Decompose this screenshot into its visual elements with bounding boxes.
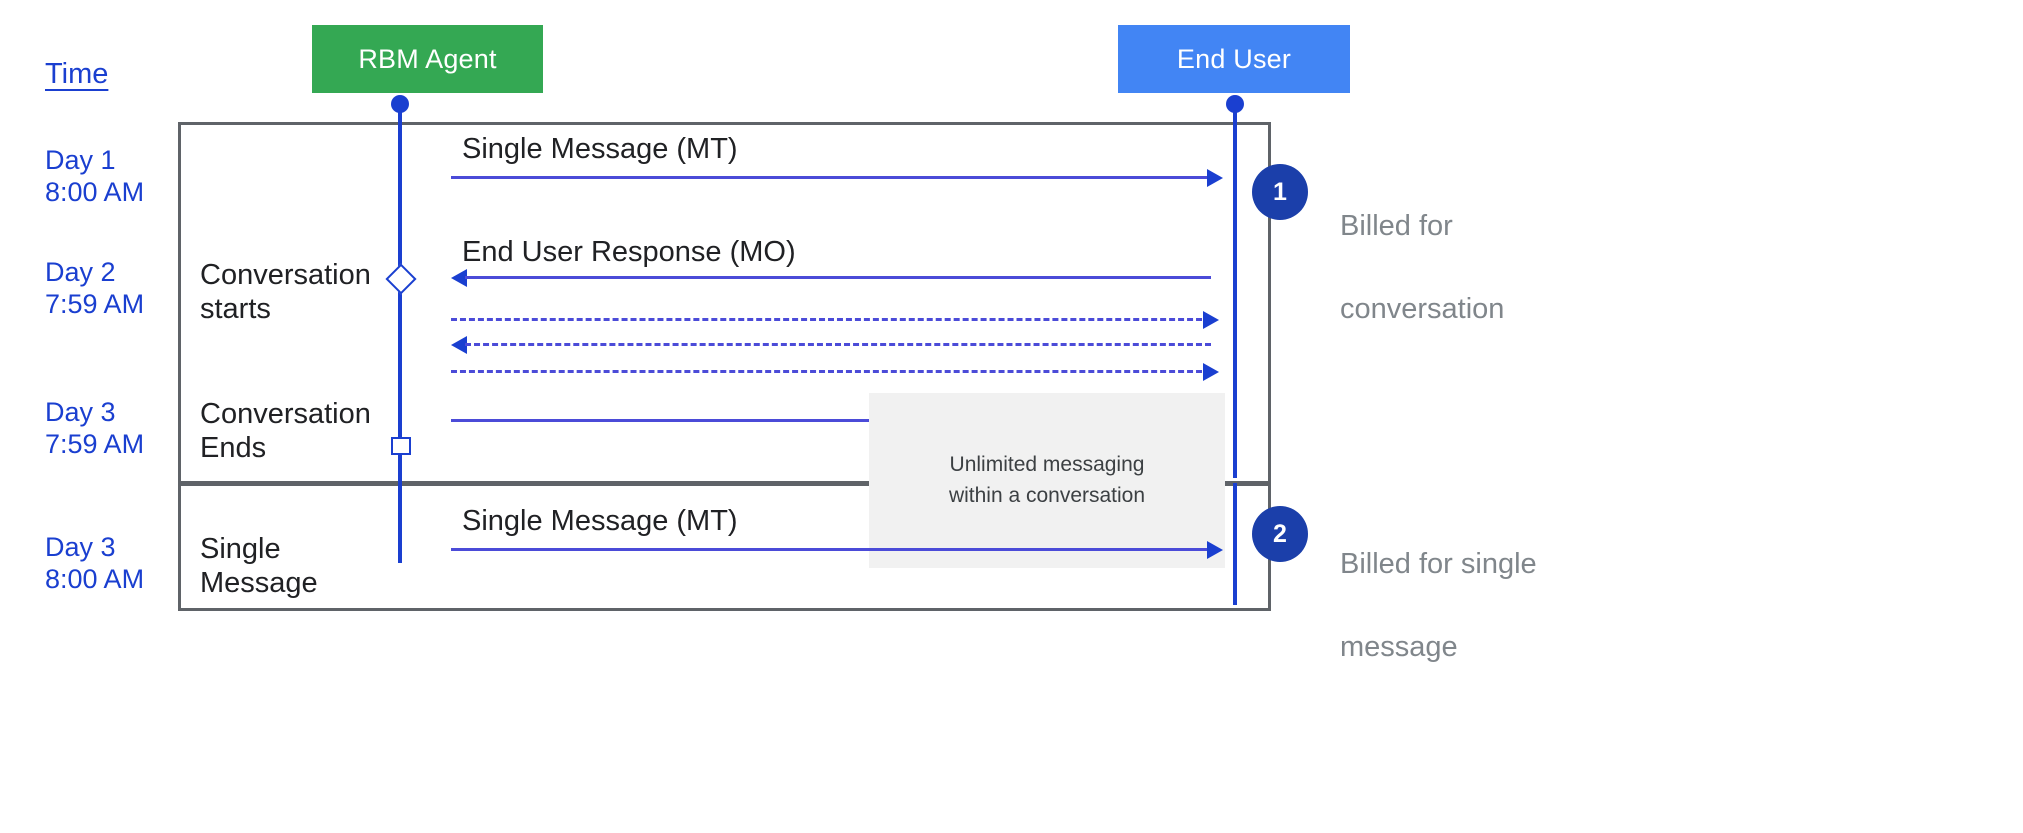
note-line-2: within a conversation	[948, 483, 1146, 507]
state-line-2: starts	[200, 293, 271, 326]
note-text: Unlimited messaging within a conversatio…	[949, 450, 1145, 511]
annotation-2-line-1: Billed for single	[1340, 548, 1537, 581]
state-line-2: Ends	[200, 432, 267, 465]
time-day: Day 2	[45, 257, 116, 287]
badge-1-number: 1	[1273, 177, 1287, 206]
time-label-day3-end: Day 3 7:59 AM	[45, 397, 144, 461]
arrowhead-left-mo-1	[451, 269, 467, 287]
note-line-1: Unlimited messaging	[949, 453, 1145, 477]
message-arrow-last-in-conv	[451, 419, 1211, 422]
state-line-2: Message	[200, 567, 318, 600]
state-line-1: Conversation	[200, 259, 371, 291]
message-label-mo-1: End User Response (MO)	[462, 236, 796, 268]
badge-2[interactable]: 2	[1252, 506, 1308, 562]
time-label-day3-single: Day 3 8:00 AM	[45, 532, 144, 596]
message-label-mt-1: Single Message (MT)	[462, 133, 738, 165]
annotation-2-caption: Billed for single message	[1340, 503, 1537, 709]
arrowhead-left-unlimited-2	[451, 336, 467, 354]
state-line-1: Conversation	[200, 398, 371, 430]
message-arrow-mo-1	[465, 276, 1211, 279]
message-arrow-mt-2	[451, 548, 1211, 551]
message-arrow-unlimited-3	[451, 370, 1211, 373]
conversation-end-marker-icon	[391, 437, 411, 455]
state-single-message: Single Message	[200, 532, 318, 600]
time-hour: 7:59 AM	[45, 428, 145, 459]
time-day: Day 3	[45, 397, 116, 427]
lifeline-end-user-lower	[1233, 483, 1237, 605]
state-conversation-ends: Conversation Ends	[200, 397, 371, 465]
state-line-1: Single	[200, 533, 281, 565]
annotation-2-line-2: message	[1340, 630, 1458, 663]
time-label-day1: Day 1 8:00 AM	[45, 145, 144, 209]
message-arrow-unlimited-1	[451, 318, 1211, 321]
annotation-1-caption: Billed for conversation	[1340, 165, 1504, 371]
lifeline-end-user	[1233, 100, 1237, 478]
actor-label-end-user: End User	[1176, 43, 1292, 74]
annotation-1-line-1: Billed for	[1340, 210, 1453, 243]
time-hour: 8:00 AM	[45, 563, 145, 594]
actor-box-end-user[interactable]: End User	[1118, 25, 1350, 93]
note-unlimited-messaging: Unlimited messaging within a conversatio…	[869, 393, 1225, 568]
lifeline-rbm-agent-lower	[398, 483, 402, 563]
badge-2-number: 2	[1273, 519, 1287, 548]
actor-label-rbm-agent: RBM Agent	[358, 43, 497, 74]
arrowhead-right-unlimited-3	[1203, 363, 1219, 381]
time-hour: 8:00 AM	[45, 176, 145, 207]
lifeline-rbm-agent	[398, 100, 402, 562]
conversation-group-box	[178, 122, 1271, 484]
time-label-day2: Day 2 7:59 AM	[45, 257, 144, 321]
time-hour: 7:59 AM	[45, 288, 145, 319]
message-arrow-mt-1	[451, 176, 1211, 179]
time-axis-header: Time	[45, 58, 109, 90]
time-day: Day 1	[45, 145, 116, 175]
state-conversation-starts: Conversation starts	[200, 258, 371, 326]
badge-1[interactable]: 1	[1252, 164, 1308, 220]
actor-box-rbm-agent[interactable]: RBM Agent	[312, 25, 543, 93]
arrowhead-right-mt-2	[1207, 541, 1223, 559]
arrowhead-right-unlimited-1	[1203, 311, 1219, 329]
arrowhead-right-mt-1	[1207, 169, 1223, 187]
annotation-1-line-2: conversation	[1340, 292, 1505, 325]
message-label-mt-2: Single Message (MT)	[462, 505, 738, 537]
message-arrow-unlimited-2	[465, 343, 1211, 346]
time-day: Day 3	[45, 532, 116, 562]
